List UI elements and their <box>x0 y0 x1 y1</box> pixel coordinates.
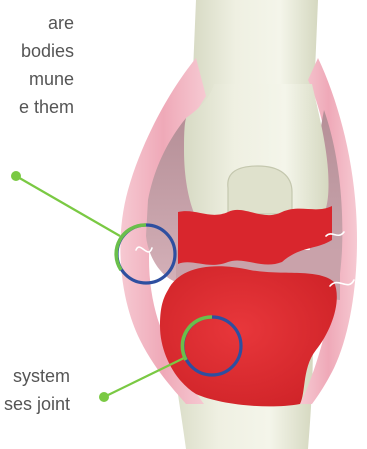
callout-dots <box>11 171 109 402</box>
femur-condyle <box>184 84 329 218</box>
